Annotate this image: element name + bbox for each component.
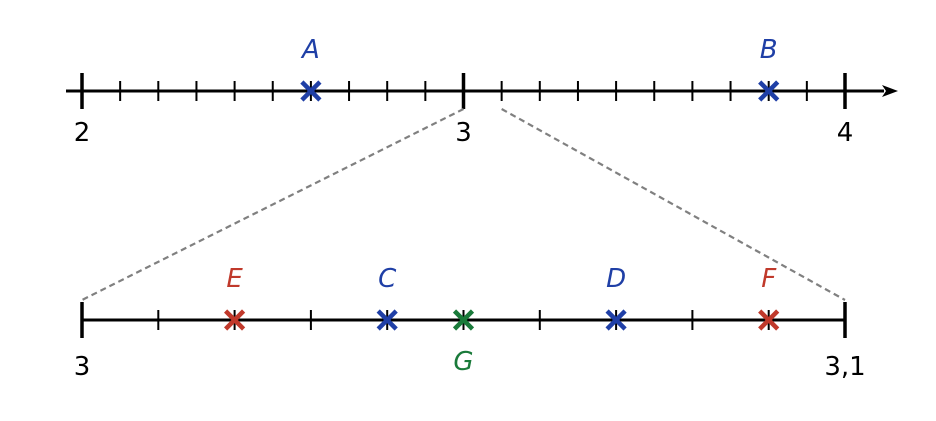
point-mark-g-cross [452, 309, 475, 331]
top-axis-tick-label: 2 [74, 118, 91, 148]
top-axis-tick-label: 3 [455, 118, 472, 148]
zoom-dashed-line-right [501, 108, 846, 301]
top-axis-tick-label: 4 [837, 118, 854, 148]
bottom-axis-tick-label: 3,1 [824, 352, 865, 382]
point-mark-a-cross [300, 80, 322, 102]
point-mark-f-cross [758, 309, 780, 331]
point-label-a: A [300, 35, 320, 65]
point-label-e: E [226, 264, 243, 294]
point-label-g: G [453, 347, 473, 377]
bottom-axis-tick-label: 3 [74, 352, 91, 382]
point-label-c: C [378, 264, 397, 294]
point-label-f: F [761, 264, 777, 294]
point-label-b: B [760, 35, 778, 65]
point-label-d: D [606, 264, 626, 294]
point-mark-e-cross [224, 309, 246, 331]
zoom-dashed-line-left [81, 108, 464, 301]
point-mark-d-cross [605, 309, 627, 331]
top-axis-arrow [882, 85, 898, 97]
point-mark-b-cross [758, 80, 780, 102]
point-mark-c-cross [376, 309, 398, 331]
